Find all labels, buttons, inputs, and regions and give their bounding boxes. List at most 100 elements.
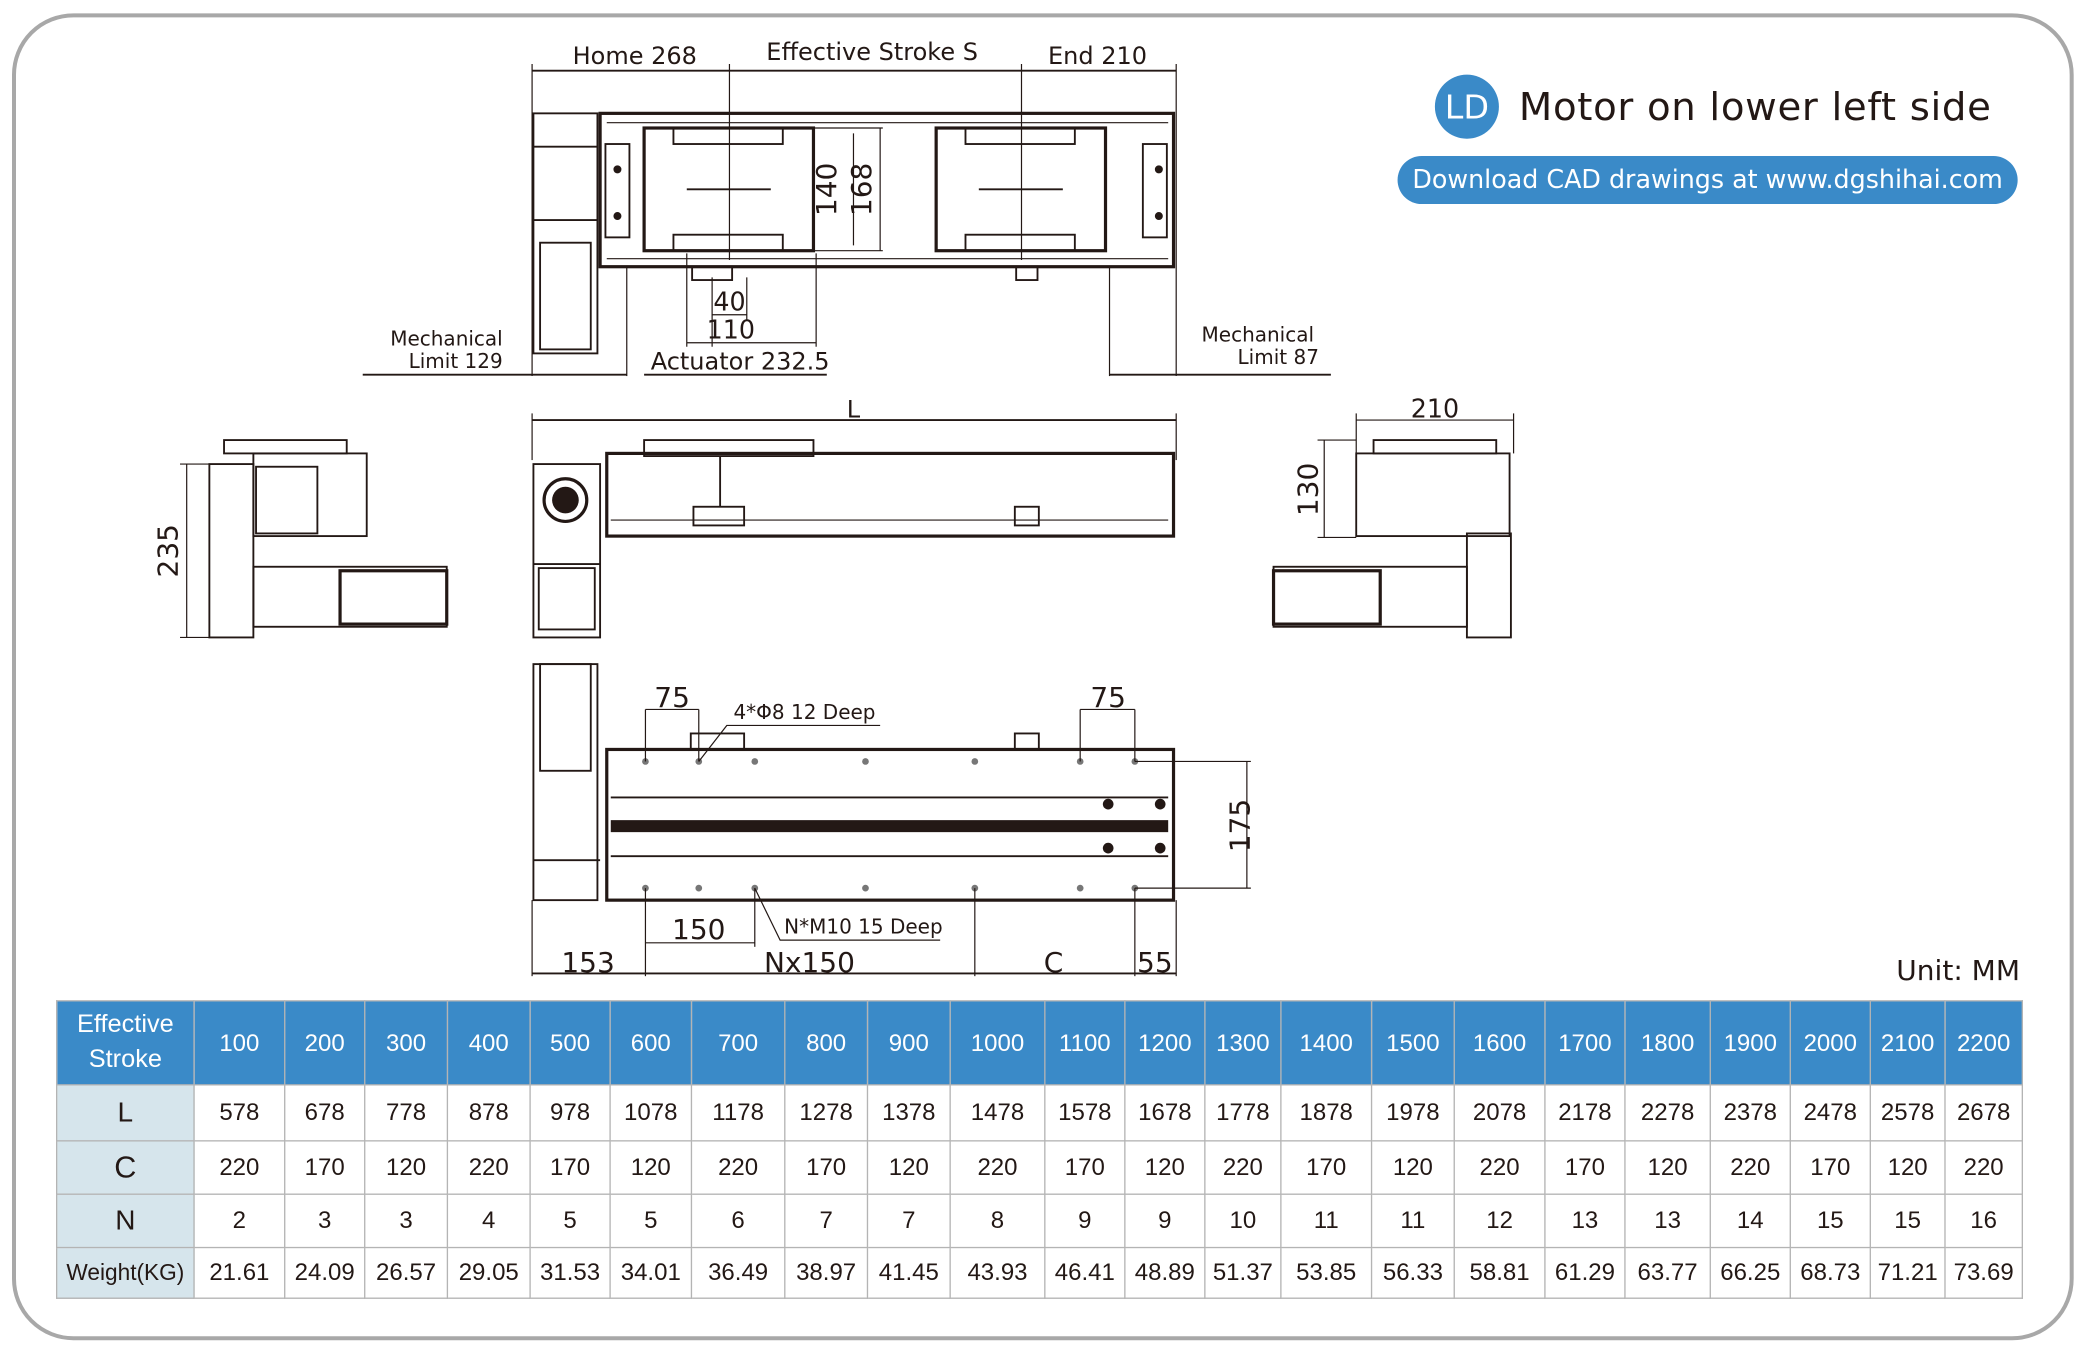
table-cell-l: 1478 [949,1084,1046,1142]
table-cell-n: 12 [1453,1193,1546,1249]
table-cell-n: 5 [609,1193,693,1249]
table-cell-effective_stroke: 1000 [949,1000,1046,1086]
table-cell-weight: 73.69 [1944,1246,2023,1299]
table-cell-effective_stroke: 2000 [1789,1000,1871,1086]
dim-75-left: 75 [654,681,690,714]
dim-140: 140 [810,163,843,216]
table-cell-weight: 56.33 [1370,1246,1455,1299]
row-header: Weight(KG) [56,1246,195,1299]
table-cell-effective_stroke: 1600 [1453,1000,1546,1086]
table-cell-weight: 38.97 [784,1246,869,1299]
table-cell-l: 878 [446,1084,531,1142]
table-cell-weight: 61.29 [1544,1246,1626,1299]
table-cell-weight: 43.93 [949,1246,1046,1299]
table-cell-effective_stroke: 600 [609,1000,693,1086]
dim-110: 110 [707,315,755,345]
table-cell-weight: 21.61 [193,1246,286,1299]
top-view: 140 168 40 110 Home 268 Effective Stroke… [362,38,1331,377]
table-cell-weight: 41.45 [866,1246,951,1299]
table-cell-l: 1178 [690,1084,786,1142]
download-cad-link[interactable]: Download CAD drawings at www.dgshihai.co… [1397,156,2018,205]
table-cell-c: 120 [1124,1140,1206,1195]
table-cell-l: 1578 [1044,1084,1126,1142]
table-cell-l: 2278 [1624,1084,1711,1142]
dim-75-right: 75 [1090,681,1126,714]
table-cell-l: 2678 [1944,1084,2023,1142]
table-cell-effective_stroke: 1400 [1280,1000,1373,1086]
table-cell-n: 8 [949,1193,1046,1249]
table-cell-effective_stroke: 1900 [1709,1000,1791,1086]
home-label: Home 268 [573,42,697,70]
table-cell-c: 220 [1944,1140,2023,1195]
table-cell-l: 1778 [1204,1084,1282,1142]
table-cell-c: 170 [1544,1140,1626,1195]
hole-note: 4*Φ8 12 Deep [733,700,875,724]
table-cell-l: 578 [193,1084,286,1142]
table-cell-n: 6 [690,1193,786,1249]
table-cell-effective_stroke: 1300 [1204,1000,1282,1086]
mech-limit-right-1: Mechanical [1202,322,1315,346]
dim-55: 55 [1137,946,1173,979]
table-cell-c: 120 [1869,1140,1946,1195]
table-cell-effective_stroke: 300 [364,1000,449,1086]
row-header: Effective Stroke [56,1000,195,1086]
table-cell-effective_stroke: 200 [284,1000,366,1086]
unit-label: Unit: MM [1896,954,2020,987]
ld-badge: LD [1434,74,1499,139]
table-cell-effective_stroke: 1700 [1544,1000,1626,1086]
mech-limit-left-2: Limit 129 [409,349,503,373]
row-header: L [56,1084,195,1142]
table-cell-c: 170 [784,1140,869,1195]
table-cell-n: 10 [1204,1193,1282,1249]
table-cell-effective_stroke: 800 [784,1000,869,1086]
row-header: N [56,1193,195,1249]
table-cell-weight: 58.81 [1453,1246,1546,1299]
table-cell-l: 1678 [1124,1084,1206,1142]
table-cell-effective_stroke: 700 [690,1000,786,1086]
table-cell-l: 2478 [1789,1084,1871,1142]
table-cell-c: 120 [609,1140,693,1195]
table-cell-l: 1278 [784,1084,869,1142]
table-cell-n: 3 [364,1193,449,1249]
table-cell-c: 120 [1624,1140,1711,1195]
table-cell-c: 170 [1789,1140,1871,1195]
table-cell-l: 778 [364,1084,449,1142]
table-cell-l: 2378 [1709,1084,1791,1142]
dim-150: 150 [672,913,725,946]
table-cell-weight: 31.53 [529,1246,611,1299]
table-cell-c: 220 [193,1140,286,1195]
table-cell-n: 9 [1044,1193,1126,1249]
table-cell-c: 220 [1709,1140,1791,1195]
dim-210: 210 [1411,393,1459,423]
table-cell-c: 220 [446,1140,531,1195]
table-cell-l: 1078 [609,1084,693,1142]
bottom-view: 75 75 4*Φ8 12 Deep 175 N*M10 15 Deep 150… [531,663,1257,979]
table-cell-n: 15 [1789,1193,1871,1249]
table-cell-weight: 71.21 [1869,1246,1946,1299]
table-cell-n: 5 [529,1193,611,1249]
table-cell-effective_stroke: 1100 [1044,1000,1126,1086]
table-cell-effective_stroke: 400 [446,1000,531,1086]
dim-40: 40 [713,287,745,317]
dim-235: 235 [151,524,184,577]
effective-stroke-label: Effective Stroke S [766,38,978,66]
table-cell-effective_stroke: 2100 [1869,1000,1946,1086]
table-cell-l: 1378 [866,1084,951,1142]
table-cell-l: 678 [284,1084,366,1142]
table-cell-weight: 48.89 [1124,1246,1206,1299]
dim-L: L [847,395,861,423]
table-cell-effective_stroke: 900 [866,1000,951,1086]
table-cell-l: 2178 [1544,1084,1626,1142]
table-cell-l: 2078 [1453,1084,1546,1142]
table-cell-weight: 68.73 [1789,1246,1871,1299]
table-cell-c: 170 [529,1140,611,1195]
row-header: C [56,1140,195,1195]
page-border [12,13,2074,1341]
table-cell-weight: 34.01 [609,1246,693,1299]
